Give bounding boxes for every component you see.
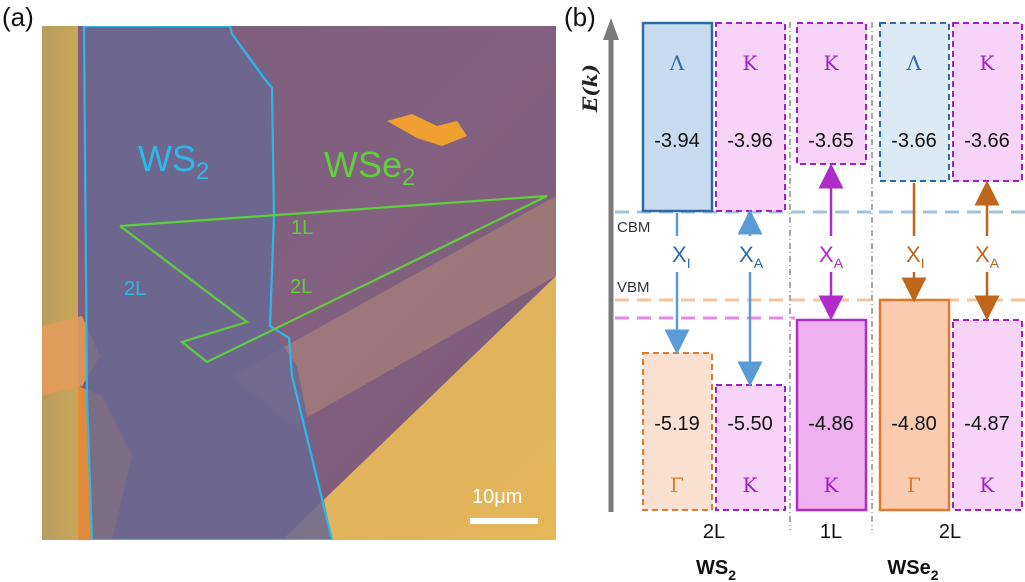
material-label-ws2: WS2 xyxy=(696,557,736,582)
ws2-2l-cb-k-symbol: K xyxy=(743,51,759,75)
panel-a-label: (a) xyxy=(2,2,34,32)
ws2-2l-cb-lambda-box xyxy=(641,21,714,213)
ws2-outline xyxy=(82,26,334,540)
wse2-1l-vb-k-symbol: K xyxy=(824,473,840,497)
panel-b-label: (b) xyxy=(564,2,596,32)
layer-label-ws2-2l: 2L xyxy=(703,521,725,543)
ws2-label-sub: 2 xyxy=(196,158,210,186)
wse2-2l-cb-lambda-symbol: Λ xyxy=(906,51,922,75)
ws2-flake-label: WS2 xyxy=(138,138,209,186)
energy-axis-label: E(k) xyxy=(578,64,602,113)
wse2-2l-cb-k-symbol: K xyxy=(980,51,996,75)
wse2-label-sub: 2 xyxy=(402,164,416,192)
ws2-label-text: WS xyxy=(138,138,196,179)
wse2-1l-xa-label: XA xyxy=(819,242,844,271)
ws2-2l-cb-k-box xyxy=(715,22,786,212)
ws2-2l-vb-k-value: -5.50 xyxy=(727,413,773,435)
wse2-1l-cb-k-box xyxy=(796,22,867,165)
wse2-1l-vb-k-value: -4.86 xyxy=(808,413,854,435)
wse2-2l-vb-k-value: -4.87 xyxy=(964,413,1010,435)
ws2-xi-label: XI xyxy=(672,242,691,271)
wse2-2l-xi-label: XI xyxy=(906,242,925,271)
wse2-2l-cb-lambda-value: -3.66 xyxy=(891,130,937,152)
scalebar-label: 10μm xyxy=(472,486,523,508)
ws2-xa-label: XA xyxy=(739,242,764,271)
ws2-2l-vb-gamma-value: -5.19 xyxy=(654,413,700,435)
wse2-2l-vb-k-box xyxy=(952,319,1023,511)
material-label-wse2: WSe2 xyxy=(887,557,938,582)
wse2-1l-vb-k-box xyxy=(795,318,868,512)
wse2-2l-cb-lambda-box xyxy=(879,22,950,182)
wse2-outline xyxy=(119,194,548,364)
wse2-label-text: WSe xyxy=(324,144,403,185)
wse2-flake-label: WSe2 xyxy=(324,144,415,192)
ws2-2l-vb-gamma-box xyxy=(642,352,713,511)
ws2-2l-vb-gamma-symbol: Γ xyxy=(670,473,684,497)
layer-label-wse2-2l: 2L xyxy=(939,521,961,543)
wse2-1l-label: 1L xyxy=(291,217,314,239)
ws2-2l-label: 2L xyxy=(124,278,147,300)
ws2-2l-vb-k-symbol: K xyxy=(743,473,759,497)
energy-axis-arrowhead xyxy=(603,18,619,40)
ws2-2l-vb-k-box xyxy=(715,384,786,511)
wse2-2l-vb-k-symbol: K xyxy=(980,473,996,497)
wse2-2l-vb-gamma-value: -4.80 xyxy=(891,413,937,435)
scalebar xyxy=(470,518,538,524)
wse2-2l-vb-gamma-symbol: Γ xyxy=(907,473,921,497)
ws2-2l-cb-k-value: -3.96 xyxy=(727,130,773,152)
wse2-1l-cb-k-value: -3.65 xyxy=(808,130,854,152)
cbm-label: CBM xyxy=(617,219,650,236)
vbm-label: VBM xyxy=(617,279,650,296)
wse2-1l-cb-k-symbol: K xyxy=(824,51,840,75)
micrograph-image xyxy=(42,26,556,540)
wse2-2l-cb-k-value: -3.66 xyxy=(964,130,1010,152)
layer-label-wse2-1l: 1L xyxy=(820,521,842,543)
wse2-2l-label: 2L xyxy=(290,276,313,298)
wse2-2l-xa-label: XA xyxy=(975,242,1000,271)
wse2-2l-vb-gamma-box xyxy=(878,298,951,512)
ws2-2l-cb-lambda-symbol: Λ xyxy=(669,51,685,75)
optical-micrograph: WS2 WSe2 2L 1L 2L 10μm xyxy=(42,26,556,540)
wse2-2l-cb-k-box xyxy=(952,22,1023,182)
ws2-2l-cb-lambda-value: -3.94 xyxy=(654,130,700,152)
